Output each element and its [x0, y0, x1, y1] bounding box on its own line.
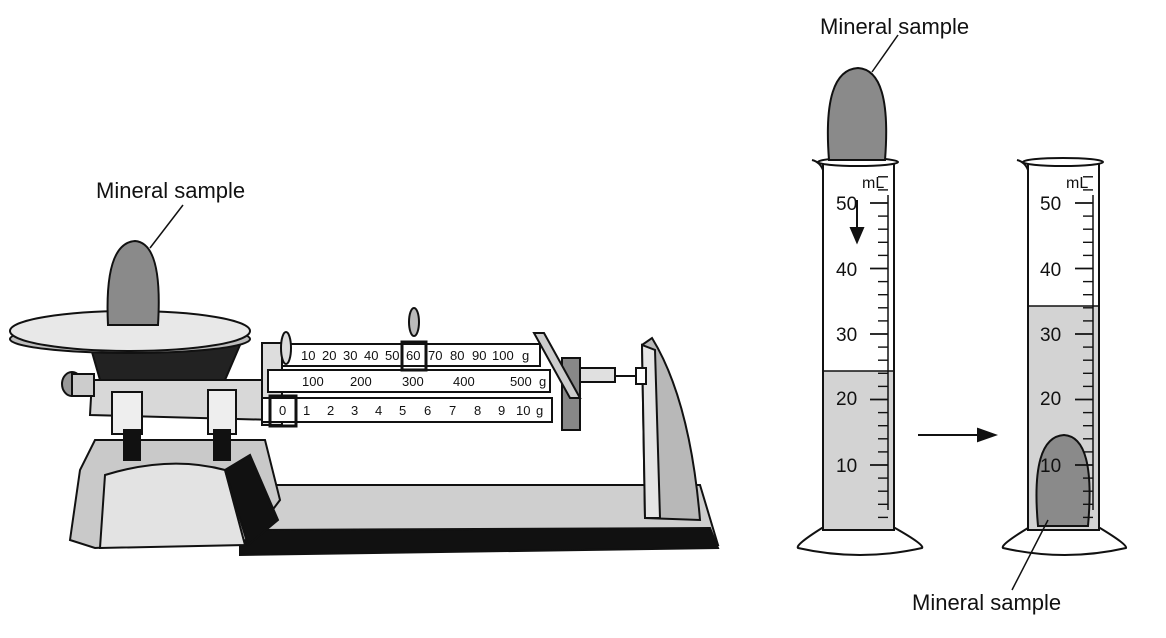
beam-top-mark: 40 [364, 348, 378, 363]
beam-middle-mark: 200 [350, 374, 372, 389]
balance-beam-end-stop [532, 332, 582, 399]
cylinder-before-label-40: 40 [836, 260, 857, 281]
beam-top-mark: 50 [385, 348, 399, 363]
cylinder-after-unit: mL [1066, 175, 1088, 192]
cylinder-before-sample-label: Mineral sample [820, 14, 969, 39]
beam-top-mark: 80 [450, 348, 464, 363]
cylinder-after-numbers: 50 40 30 20 10 mL [1040, 175, 1088, 477]
beam-top-mark: 60 [406, 348, 420, 363]
balance-housing-front [98, 462, 247, 550]
beam-top-mark: 30 [343, 348, 357, 363]
cylinder-before-sample-leader [871, 34, 899, 73]
cylinder-before-label-20: 20 [836, 389, 857, 410]
balance-rider-top-hanger [408, 307, 420, 337]
cylinder-after-label-10: 10 [1040, 456, 1061, 477]
beam-bottom-mark: g [536, 403, 543, 418]
balance-mineral-sample [106, 239, 160, 326]
cylinder-before-label-10: 10 [836, 456, 857, 477]
beam-bottom-mark: 6 [424, 403, 431, 418]
cylinder-before-water [824, 371, 893, 529]
cylinder-after [1001, 157, 1128, 591]
cylinder-after-spout [1016, 159, 1029, 171]
beam-bottom-mark: 7 [449, 403, 456, 418]
cylinder-before-unit: mL [862, 175, 884, 192]
beam-top-mark: g [522, 348, 529, 363]
cylinder-after-label-50: 50 [1040, 194, 1061, 215]
balance-pillar-right [207, 389, 237, 435]
beam-middle-mark: 400 [453, 374, 475, 389]
triple-beam-balance [9, 204, 720, 557]
beam-top-mark: 100 [492, 348, 514, 363]
cylinder-before-mineral-sample [826, 66, 888, 161]
balance-base-front [239, 526, 720, 557]
cylinder-after-ticks [1075, 176, 1093, 519]
cylinder-after-label-30: 30 [1040, 325, 1061, 346]
beam-bottom-mark: 0 [279, 403, 286, 418]
cylinder-after-label-40: 40 [1040, 260, 1061, 281]
balance-sample-leader [149, 204, 184, 249]
balance-rider-top [400, 340, 428, 372]
beam-middle-mark: 300 [402, 374, 424, 389]
beam-middle-scale: 100 200 300 400 500 g [302, 374, 546, 389]
cylinder-before-spout [811, 159, 824, 171]
beam-top-mark: 70 [428, 348, 442, 363]
balance-sample-label: Mineral sample [96, 178, 245, 203]
beam-top-mark: 10 [301, 348, 315, 363]
balance-hanger-left [280, 331, 292, 365]
beam-top-mark: 20 [322, 348, 336, 363]
cylinder-before-label-50: 50 [836, 194, 857, 215]
beam-bottom-mark: 5 [399, 403, 406, 418]
balance-pillar-left [111, 391, 143, 435]
balance-knob-shaft [71, 373, 95, 397]
transition-arrow [918, 427, 999, 443]
balance-pillar-left-dark [123, 429, 141, 461]
beam-middle-mark: g [539, 374, 546, 389]
balance-beam-bottom [261, 397, 553, 423]
beam-top-mark: 90 [472, 348, 486, 363]
beam-bottom-mark: 3 [351, 403, 358, 418]
drop-arrow-head [849, 227, 865, 245]
balance-right-tower-face [640, 343, 662, 519]
balance-pointer-tip [635, 367, 647, 385]
beam-bottom-mark: 2 [327, 403, 334, 418]
balance-pillar-right-dark [213, 429, 231, 461]
beam-middle-mark: 100 [302, 374, 324, 389]
cylinder-after-mineral-sample [1035, 433, 1091, 527]
balance-rider-bottom [268, 394, 298, 428]
cylinder-before-ticks [870, 176, 888, 519]
cylinder-before-numbers: 50 40 30 20 10 mL [836, 175, 884, 477]
cylinder-before-foot [796, 527, 924, 556]
balance-housing-dark [223, 453, 280, 547]
transition-arrow-head [977, 427, 999, 443]
beam-bottom-mark: 9 [498, 403, 505, 418]
cylinder-after-sample-label: Mineral sample [912, 590, 1061, 615]
beam-top-scale: 10 20 30 40 50 60 70 80 90 100 g [301, 348, 529, 363]
beam-bottom-mark: 4 [375, 403, 382, 418]
beam-bottom-mark: 1 [303, 403, 310, 418]
beam-bottom-mark: 8 [474, 403, 481, 418]
beam-middle-mark: 500 [510, 374, 532, 389]
beam-bottom-mark: 10 [516, 403, 530, 418]
cylinder-after-label-20: 20 [1040, 389, 1061, 410]
cylinder-after-sample-leader [1011, 519, 1049, 591]
cylinder-before [796, 34, 924, 556]
cylinder-before-label-30: 30 [836, 325, 857, 346]
cylinder-after-foot [1001, 527, 1128, 556]
beam-bottom-scale: 0 1 2 3 4 5 6 7 8 9 10 g [279, 403, 543, 418]
cylinder-after-rim [1022, 157, 1104, 167]
